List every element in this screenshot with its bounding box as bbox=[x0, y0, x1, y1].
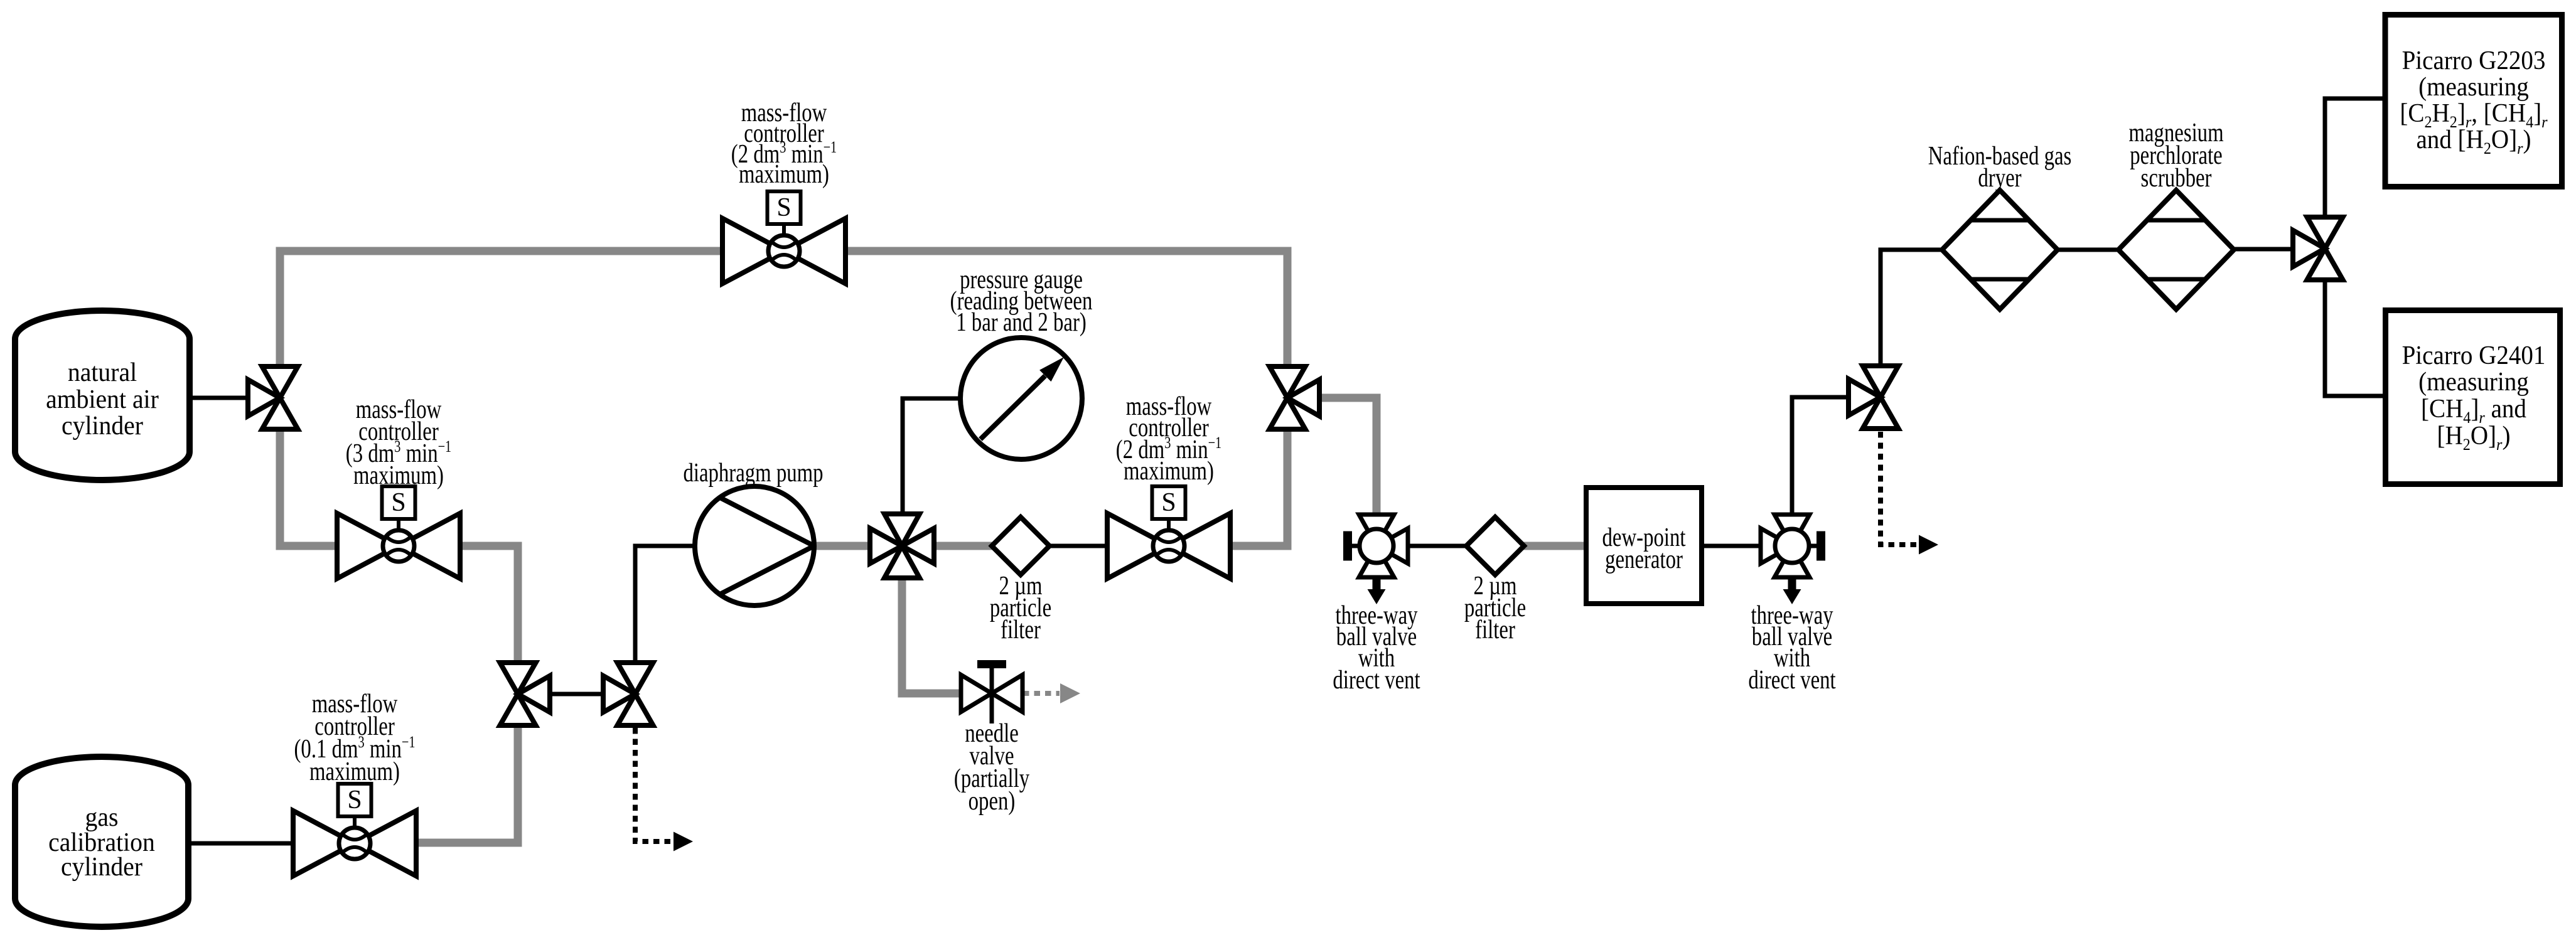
svg-text:mass-flow: mass-flow bbox=[356, 395, 442, 424]
svg-text:controller: controller bbox=[314, 712, 395, 741]
svg-text:Picarro G2203: Picarro G2203 bbox=[2402, 46, 2546, 75]
svg-text:Picarro G2401: Picarro G2401 bbox=[2402, 341, 2546, 370]
svg-text:magnesium: magnesium bbox=[2128, 118, 2223, 147]
svg-text:needle: needle bbox=[965, 718, 1019, 748]
svg-text:filter: filter bbox=[1475, 615, 1515, 644]
svg-text:[CH4]r and: [CH4]r and bbox=[2421, 394, 2526, 427]
svg-text:mass-flow: mass-flow bbox=[741, 98, 827, 127]
svg-text:natural: natural bbox=[68, 358, 137, 387]
svg-text:three-way: three-way bbox=[1335, 601, 1417, 630]
svg-text:dew-point: dew-point bbox=[1602, 523, 1686, 552]
svg-text:(reading between: (reading between bbox=[950, 286, 1093, 316]
svg-text:(measuring: (measuring bbox=[2418, 72, 2529, 102]
svg-text:ball valve: ball valve bbox=[1752, 622, 1832, 651]
svg-text:2 µm: 2 µm bbox=[1474, 571, 1517, 601]
svg-text:mass-flow: mass-flow bbox=[1126, 392, 1212, 421]
svg-text:and [H2O]r): and [H2O]r) bbox=[2416, 125, 2531, 158]
svg-text:gas: gas bbox=[85, 803, 119, 831]
svg-text:maximum): maximum) bbox=[353, 461, 444, 490]
svg-text:ambient air: ambient air bbox=[46, 385, 159, 414]
svg-text:ball valve: ball valve bbox=[1336, 622, 1417, 651]
svg-text:cylinder: cylinder bbox=[61, 852, 142, 881]
svg-text:(measuring: (measuring bbox=[2418, 367, 2529, 397]
svg-text:cylinder: cylinder bbox=[62, 411, 143, 440]
svg-text:direct vent: direct vent bbox=[1333, 665, 1420, 695]
svg-text:maximum): maximum) bbox=[309, 757, 400, 786]
svg-text:dryer: dryer bbox=[1978, 163, 2022, 193]
svg-text:controller: controller bbox=[358, 417, 439, 446]
svg-text:(0.1 dm3 min−1: (0.1 dm3 min−1 bbox=[294, 734, 416, 764]
svg-text:particle: particle bbox=[990, 593, 1051, 622]
svg-text:valve: valve bbox=[969, 741, 1014, 771]
svg-text:three-way: three-way bbox=[1751, 601, 1833, 630]
svg-text:open): open) bbox=[969, 786, 1016, 816]
svg-text:(partially: (partially bbox=[954, 764, 1029, 793]
svg-text:diaphragm pump: diaphragm pump bbox=[683, 458, 823, 488]
svg-text:[C2H2]r, [CH4]r: [C2H2]r, [CH4]r bbox=[2400, 99, 2547, 131]
svg-text:with: with bbox=[1774, 643, 1810, 673]
svg-text:generator: generator bbox=[1605, 545, 1683, 574]
svg-text:direct vent: direct vent bbox=[1748, 665, 1836, 695]
svg-text:2 µm: 2 µm bbox=[999, 571, 1043, 601]
svg-text:scrubber: scrubber bbox=[2141, 163, 2212, 193]
svg-text:1 bar and 2 bar): 1 bar and 2 bar) bbox=[956, 307, 1087, 337]
svg-text:pressure gauge: pressure gauge bbox=[960, 265, 1083, 294]
svg-text:particle: particle bbox=[1464, 593, 1526, 622]
svg-text:Nafion-based gas: Nafion-based gas bbox=[1928, 141, 2072, 171]
svg-text:controller: controller bbox=[1129, 413, 1209, 442]
svg-text:controller: controller bbox=[744, 119, 824, 148]
svg-text:filter: filter bbox=[1001, 615, 1041, 644]
svg-text:maximum): maximum) bbox=[739, 159, 829, 189]
svg-text:with: with bbox=[1358, 643, 1395, 673]
svg-text:maximum): maximum) bbox=[1124, 456, 1214, 486]
svg-text:mass-flow: mass-flow bbox=[312, 689, 398, 718]
svg-text:calibration: calibration bbox=[48, 828, 155, 857]
svg-text:perchlorate: perchlorate bbox=[2130, 141, 2222, 170]
